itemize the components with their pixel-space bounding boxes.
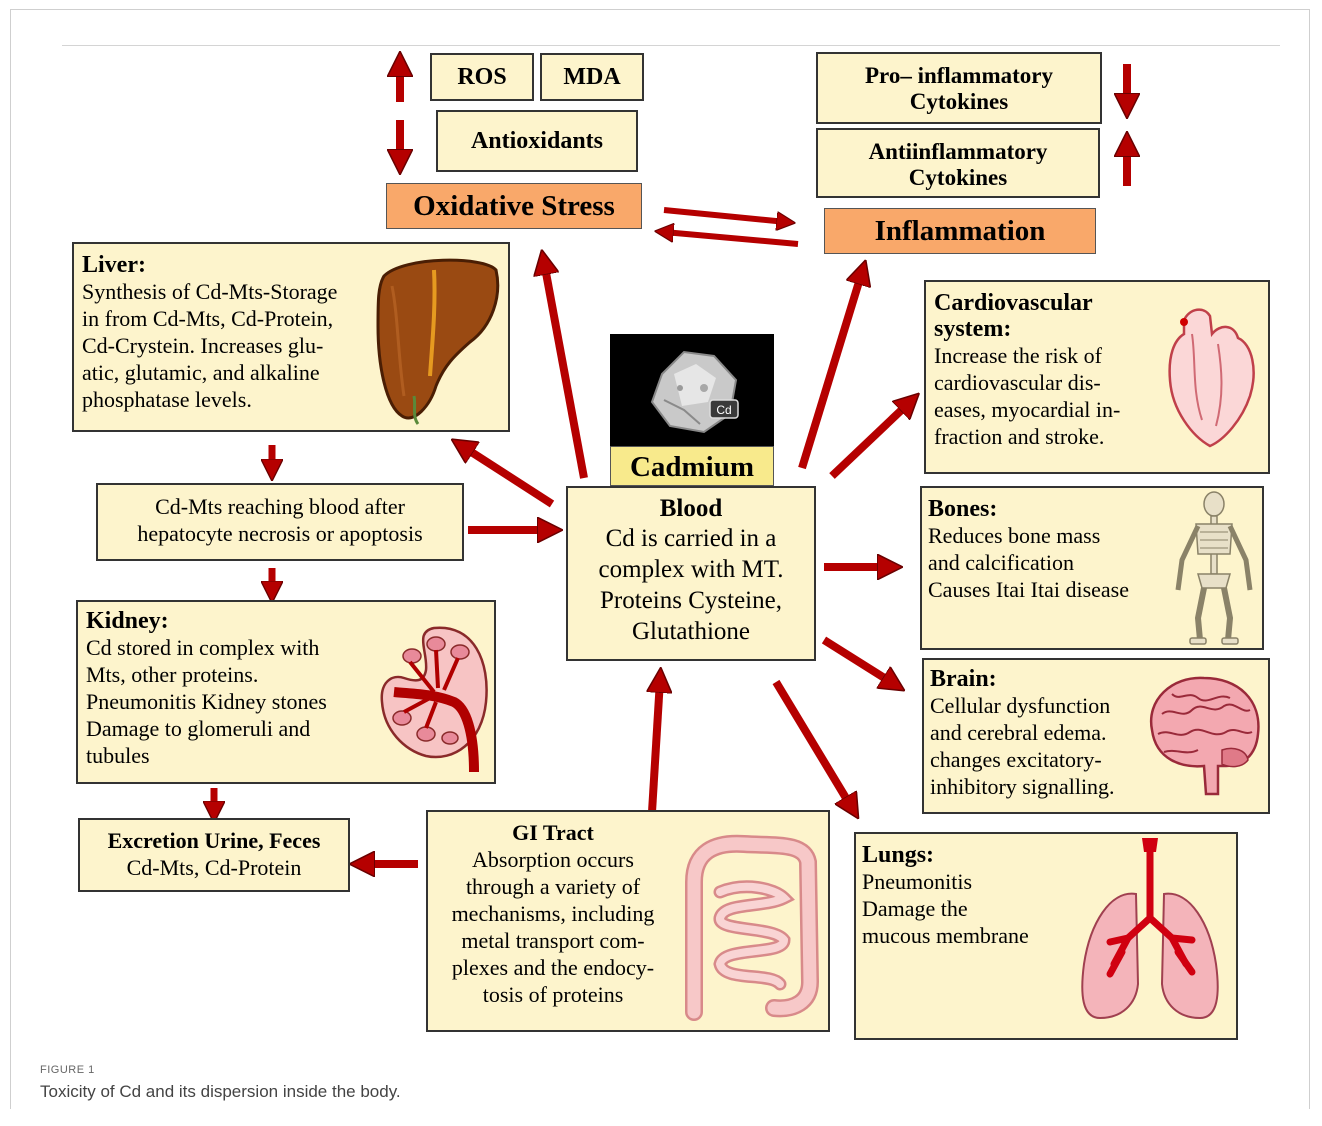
excretion-box: Excretion Urine, Feces Cd-Mts, Cd-Protei…: [78, 818, 350, 892]
lungs-box: Lungs: Pneumonitis Damage the mucous mem…: [854, 832, 1238, 1040]
inflammation-box: Inflammation: [824, 208, 1096, 254]
mda-box: MDA: [540, 53, 644, 101]
liver-icon: [374, 256, 504, 426]
figure-label: FIGURE 1: [40, 1064, 95, 1076]
cadmium-image: Cd: [610, 334, 774, 446]
gi-line-1: Absorption occurs: [428, 846, 678, 873]
antioxidants-box: Antioxidants: [436, 110, 638, 172]
cadmium-symbol: Cd: [716, 403, 731, 417]
pro-inflammatory-box: Pro– inflammatory Cytokines: [816, 52, 1102, 124]
gi-line-4: metal transport com-: [428, 927, 678, 954]
gi-text: GI Tract Absorption occurs through a var…: [428, 820, 678, 1008]
blood-to-cardio-arrow: [832, 402, 910, 476]
skeleton-icon: [1170, 490, 1256, 648]
blood-line-4: Glutathione: [568, 616, 814, 647]
blood-title: Blood: [568, 494, 814, 523]
brain-icon: [1142, 670, 1266, 802]
pro-inflammatory-line-1: Pro– inflammatory: [818, 63, 1100, 89]
pro-inflammatory-line-2: Cytokines: [818, 89, 1100, 115]
excretion-line: Cd-Mts, Cd-Protein: [80, 854, 348, 881]
blood-to-oxidative-arrow: [544, 262, 584, 478]
blood-to-inflammation-arrow: [802, 272, 862, 468]
kidney-icon: [374, 622, 494, 772]
intestine-icon: [674, 822, 824, 1022]
blood-to-brain-arrow: [824, 640, 894, 684]
cadmium-label: Cadmium: [610, 446, 774, 486]
cd-mts-line-2: hepatocyte necrosis or apoptosis: [98, 520, 462, 547]
gi-line-5: plexes and the endocy-: [428, 954, 678, 981]
blood-box: Blood Cd is carried in a complex with MT…: [566, 486, 816, 661]
blood-line-2: complex with MT.: [568, 554, 814, 585]
blood-to-liver-arrow: [462, 446, 552, 504]
figure-caption: Toxicity of Cd and its dispersion inside…: [40, 1082, 401, 1102]
cd-mts-line-1: Cd-Mts reaching blood after: [98, 493, 462, 520]
gi-line-3: mechanisms, including: [428, 900, 678, 927]
anti-inflammatory-box: Antiinflammatory Cytokines: [816, 128, 1100, 198]
ros-box: ROS: [430, 53, 534, 101]
blood-line-1: Cd is carried in a: [568, 523, 814, 554]
gi-title: GI Tract: [428, 820, 678, 846]
blood-line-3: Proteins Cysteine,: [568, 585, 814, 616]
lungs-icon: [1070, 834, 1230, 1038]
kidney-box: Kidney: Cd stored in complex with Mts, o…: [76, 600, 496, 784]
bones-box: Bones: Reduces bone mass and calcificati…: [920, 486, 1264, 650]
gi-line-2: through a variety of: [428, 873, 678, 900]
cd-mts-box: Cd-Mts reaching blood after hepatocyte n…: [96, 483, 464, 561]
blood-to-lungs-arrow: [776, 682, 852, 808]
heart-icon: [1162, 300, 1262, 450]
anti-inflammatory-line-2: Cytokines: [818, 165, 1098, 191]
brain-box: Brain: Cellular dysfunction and cerebral…: [922, 658, 1270, 814]
gi-to-blood-arrow: [652, 680, 660, 812]
inflammation-to-oxidative-arrow: [664, 232, 798, 244]
liver-box: Liver: Synthesis of Cd-Mts-Storage in fr…: [72, 242, 510, 432]
cadmium-rock-icon: Cd: [644, 344, 744, 436]
anti-inflammatory-line-1: Antiinflammatory: [818, 139, 1098, 165]
oxidative-to-inflammation-arrow: [664, 210, 786, 222]
excretion-title: Excretion Urine, Feces: [80, 828, 348, 854]
cardio-box: Cardiovascular system: Increase the risk…: [924, 280, 1270, 474]
gi-tract-box: GI Tract Absorption occurs through a var…: [426, 810, 830, 1032]
oxidative-stress-box: Oxidative Stress: [386, 183, 642, 229]
gi-line-6: tosis of proteins: [428, 981, 678, 1008]
